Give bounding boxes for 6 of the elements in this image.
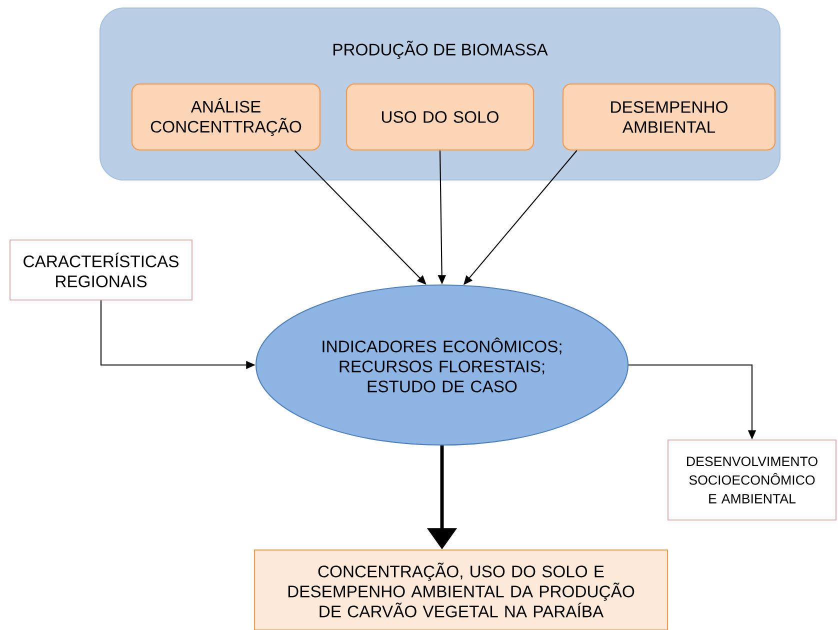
- process-box: USO DO SOLO: [346, 83, 534, 151]
- process-box: ANÁLISE CONCENTTRAÇÃO: [131, 83, 321, 151]
- process-box: DESEMPENHO AMBIENTAL: [562, 83, 776, 151]
- input-box: CARACTERÍSTICAS REGIONAIS: [10, 240, 192, 300]
- input-box: DESENVOLVIMENTO SOCIOECONÔMICO E AMBIENTAL: [668, 440, 836, 520]
- result-box: CONCENTRAÇÃO, USO DO SOLO E DESEMPENHO AMBIENTAL DA PRODUÇÃO DE CARVÃO VEGETAL NA PARAÍBA: [254, 549, 668, 630]
